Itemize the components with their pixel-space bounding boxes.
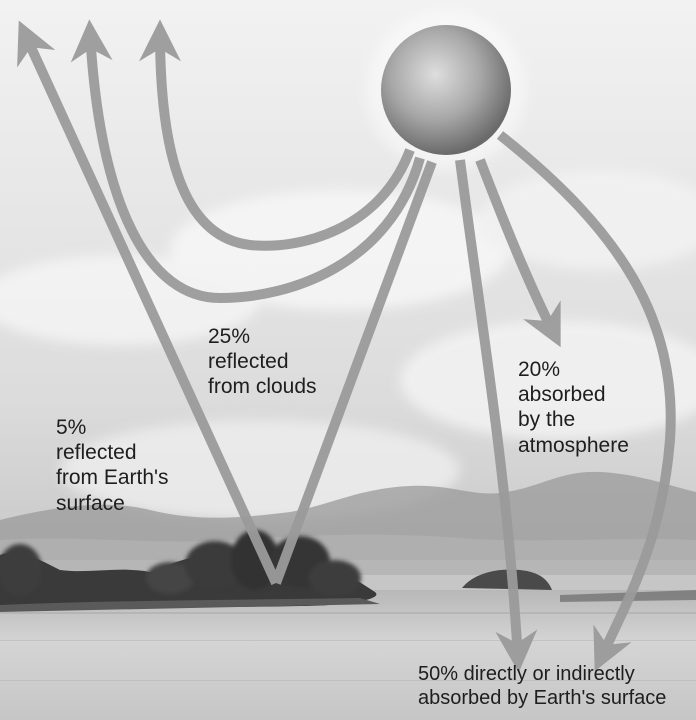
- label-line: absorbed: [518, 382, 629, 407]
- label-line: surface: [56, 491, 169, 516]
- label-reflected-from-surface: 5% reflected from Earth's surface: [56, 415, 169, 516]
- label-line: 50% directly or indirectly: [418, 662, 666, 686]
- label-absorbed-by-atmosphere: 20% absorbed by the atmosphere: [518, 357, 629, 458]
- label-line: 25%: [208, 324, 317, 349]
- label-line: absorbed by Earth's surface: [418, 686, 666, 710]
- label-line: reflected: [208, 349, 317, 374]
- sun: [381, 25, 511, 155]
- label-reflected-from-clouds: 25% reflected from clouds: [208, 324, 317, 400]
- label-line: reflected: [56, 440, 169, 465]
- label-line: from clouds: [208, 374, 317, 399]
- label-absorbed-by-surface: 50% directly or indirectly absorbed by E…: [418, 662, 666, 710]
- label-line: by the: [518, 407, 629, 432]
- label-line: from Earth's: [56, 465, 169, 490]
- label-line: 20%: [518, 357, 629, 382]
- label-line: atmosphere: [518, 433, 629, 458]
- label-line: 5%: [56, 415, 169, 440]
